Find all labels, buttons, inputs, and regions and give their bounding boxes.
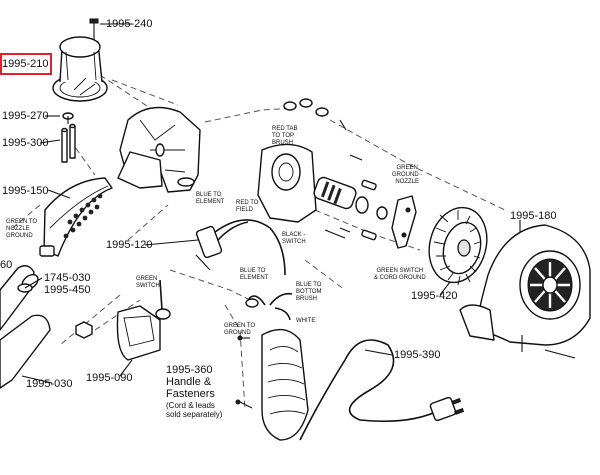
callout-bte2-l2: ELEMENT [240, 275, 269, 281]
callout-gsc-l2: & CORD GROUND [374, 275, 426, 281]
switch-assembly [195, 219, 286, 276]
handle-note-line2: sold separately) [166, 410, 223, 419]
callout-btb-l2: BOTTOM [296, 289, 322, 295]
callout-btb-l1: BLUE TO [296, 282, 322, 288]
highlight-box-1995-210 [0, 53, 52, 75]
housing-1995-120 [117, 106, 201, 193]
screw-1995-240 [89, 18, 99, 40]
handle-note-line1: (Cord & leads [166, 401, 215, 410]
callout-green-to-ground: GREEN TO GROUND [224, 323, 255, 337]
bracket-1995-090 [75, 305, 161, 361]
handle-group-label: 1995-360 Handle & Fasteners [166, 364, 215, 400]
callout-green-ground-nozzle: GREEN GROUND - NOZZLE [392, 165, 422, 186]
callout-bte-l1: BLUE TO [196, 192, 222, 198]
label-1995-450: 1995-450 [44, 284, 91, 296]
callout-red-to-field: RED TO FIELD [236, 200, 258, 214]
handle-group-note: (Cord & leads sold separately) [166, 401, 222, 419]
callout-blue-to-element-2: BLUE TO ELEMENT [240, 268, 268, 282]
label-1995-150: 1995-150 [2, 185, 49, 197]
callout-gtn-l1: GREEN TO [6, 219, 38, 225]
handle-group-line1: Handle & [166, 376, 212, 388]
callout-bte-l2: ELEMENT [196, 199, 225, 205]
callout-gs-l2: SWITCH [136, 283, 160, 289]
label-1995-030: 1995-030 [26, 378, 73, 390]
label-1995-420: 1995-420 [411, 290, 458, 302]
callout-blue-to-bottom-brush: BLUE TO BOTTOM BRUSH [296, 282, 322, 303]
callout-rtf-l2: FIELD [236, 207, 254, 213]
callout-green-switch: GREEN SWITCH [136, 276, 160, 290]
callout-bte2-l1: BLUE TO [240, 268, 266, 274]
washer-1995-450 [17, 277, 43, 293]
rear-housing-1995-180 [459, 224, 591, 359]
cord-1995-390 [299, 339, 465, 441]
callout-green-to-nozzle-ground: GREEN TO NOZZLE GROUND [6, 219, 37, 240]
leader-lines [21, 23, 521, 384]
callout-ggn-l3: NOZZLE [395, 179, 419, 185]
callout-bs-l2: SWITCH [282, 239, 306, 245]
label-1995-390: 1995-390 [394, 349, 441, 361]
callout-bs-l1: BLACK - [282, 232, 306, 238]
label-1995-180: 1995-180 [510, 210, 557, 222]
callout-green-switch-cord: GREEN SWITCH & CORD GROUND [374, 268, 426, 282]
label-1995-090: 1995-090 [86, 372, 133, 384]
callout-red-tab-l3: BRUSH [272, 140, 294, 146]
screw-1995-270 [62, 112, 74, 124]
label-1745-030: 1745-030 [44, 272, 91, 284]
handle-1995-360 [235, 292, 309, 441]
callout-white: WHITE [296, 318, 316, 324]
callout-rtf-l1: RED TO [236, 200, 259, 206]
motor-assembly [257, 98, 417, 249]
label-1995-210: 1995-210 [2, 58, 49, 70]
callout-red-tab-l2: TO TOP [272, 133, 295, 139]
label-1995-120: 1995-120 [106, 239, 153, 251]
ground-ring-terminal [155, 279, 171, 320]
nozzle-guard-1995-210 [52, 36, 108, 102]
callout-gtn-l2: NOZZLE [6, 226, 30, 232]
callout-gtg-l1: GREEN TO [224, 323, 256, 329]
handle-group-line2: Fasteners [166, 388, 215, 400]
callout-gtn-l3: GROUND [6, 233, 33, 239]
callout-blue-to-element: BLUE TO ELEMENT [196, 192, 224, 206]
callout-red-tab-l1: RED TAB [272, 126, 298, 132]
nozzle-tube-1995-030 [0, 265, 51, 389]
callout-gsc-l1: GREEN SWITCH [376, 268, 424, 274]
callout-gtg-l2: GROUND [224, 330, 251, 336]
callout-gs-l1: GREEN [136, 276, 158, 282]
callout-black-switch: BLACK - SWITCH [282, 232, 306, 246]
callout-ggn-l2: GROUND - [392, 172, 423, 178]
pins-1995-300 [61, 123, 76, 163]
fan-1995-420 [428, 206, 488, 286]
label-1995-270: 1995-270 [2, 110, 49, 122]
heating-element-1995-150 [39, 177, 113, 257]
label-1995-300: 1995-300 [2, 137, 49, 149]
callout-btb-l3: BRUSH [296, 296, 318, 302]
label-60: 60 [0, 259, 13, 271]
handle-group-number: 1995-360 [166, 364, 213, 376]
label-1995-240: 1995-240 [106, 18, 153, 30]
callout-ggn-l1: GREEN [396, 165, 418, 171]
callout-red-tab: RED TAB TO TOP BRUSH [272, 126, 297, 147]
